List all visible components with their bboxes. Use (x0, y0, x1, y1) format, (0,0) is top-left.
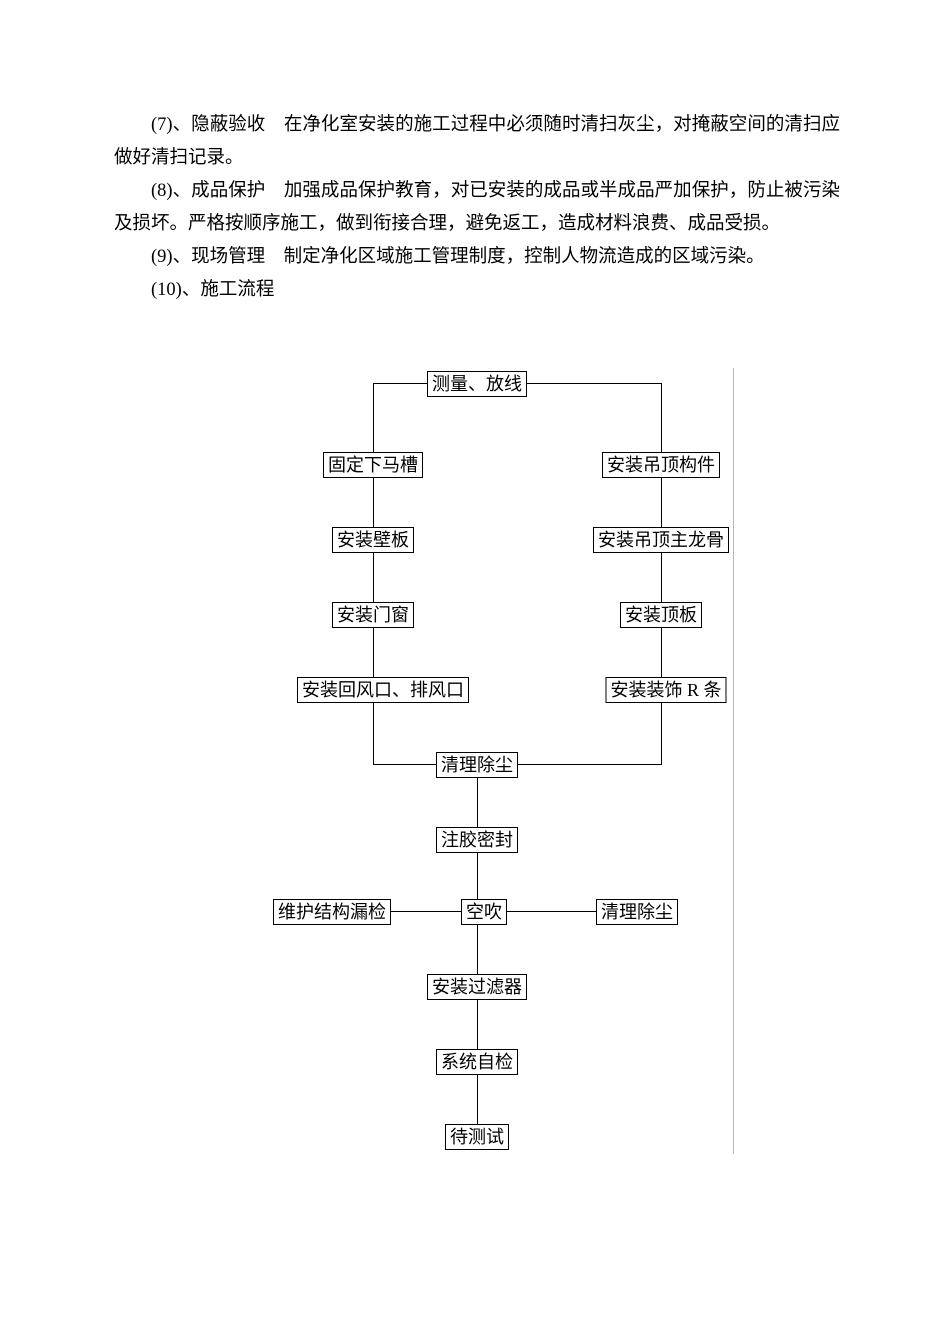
connector-left-column-line (373, 383, 374, 764)
flow-node-system-check: 系统自检 (436, 1049, 518, 1075)
flow-node-install-filter: 安装过滤器 (427, 974, 527, 1000)
flow-node-clean-dust-mid: 清理除尘 (436, 752, 518, 778)
flow-node-top-panel: 安装顶板 (620, 602, 702, 628)
flow-node-decor-r-strip: 安装装饰 R 条 (605, 677, 727, 703)
flow-node-door-window: 安装门窗 (332, 602, 414, 628)
flow-node-fix-trough: 固定下马槽 (323, 452, 423, 478)
drawing-canvas-border (733, 368, 734, 1154)
paragraph-flow-heading: (10)、施工流程 (151, 280, 275, 300)
connector-center-column-line (477, 764, 478, 1124)
flow-node-clean-dust-right: 清理除尘 (596, 899, 678, 925)
connector-right-column-line (661, 383, 662, 764)
paragraph-product-protection: (8)、成品保护 加强成品保护教育，对已安装的成品或半成品严加保护，防止被污染及… (114, 181, 840, 234)
flow-node-leak-check: 维护结构漏检 (273, 899, 391, 925)
flow-node-measure: 测量、放线 (427, 371, 527, 397)
flow-node-wait-test: 待测试 (445, 1124, 509, 1150)
paragraph-site-management: (9)、现场管理 制定净化区域施工管理制度，控制人物流造成的区域污染。 (151, 247, 765, 267)
flow-node-air-blow: 空吹 (461, 899, 507, 925)
paragraph-hidden-acceptance: (7)、隐蔽验收 在净化室安装的施工过程中必须随时清扫灰尘，对掩蔽空间的清扫应做… (114, 115, 840, 168)
flow-node-glue-seal: 注胶密封 (436, 827, 518, 853)
flow-node-ceiling-parts: 安装吊顶构件 (602, 452, 720, 478)
document-text: (7)、隐蔽验收 在净化室安装的施工过程中必须随时清扫灰尘，对掩蔽空间的清扫应做… (114, 109, 840, 307)
flow-node-return-exhaust: 安装回风口、排风口 (297, 677, 469, 703)
flow-node-wall-panel: 安装壁板 (332, 527, 414, 553)
flow-node-ceiling-keel: 安装吊顶主龙骨 (593, 527, 729, 553)
